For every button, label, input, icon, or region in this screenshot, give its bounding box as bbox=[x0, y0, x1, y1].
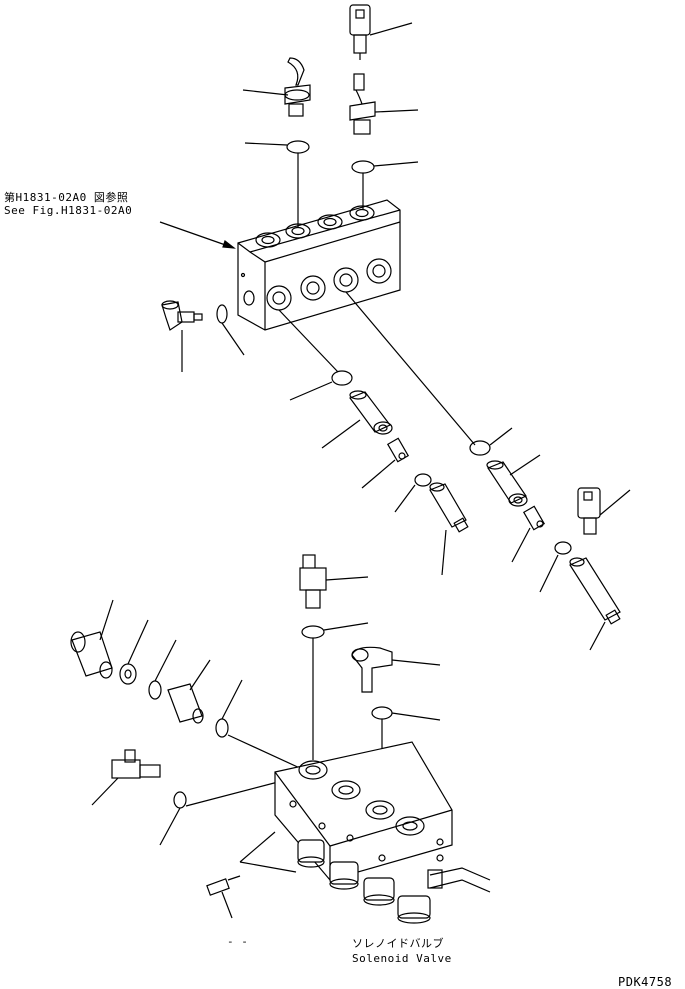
o-ring-lower-1 bbox=[148, 680, 162, 700]
solenoid-label-english: Solenoid Valve bbox=[352, 952, 452, 965]
o-ring-chain2 bbox=[469, 440, 491, 456]
bracket-leader bbox=[239, 861, 297, 873]
check-valve-chain2 bbox=[511, 505, 546, 563]
solenoid-cable bbox=[427, 867, 491, 893]
o-ring-side bbox=[216, 304, 228, 324]
lower-adapter bbox=[70, 599, 114, 679]
reference-note-english: See Fig.H1831-02A0 bbox=[4, 204, 133, 217]
curved-hose-fitting bbox=[242, 57, 311, 117]
o-ring-lower-2 bbox=[215, 718, 229, 738]
o-ring-top-right bbox=[351, 160, 375, 174]
o-ring-lower-3 bbox=[173, 791, 187, 809]
upper-manifold-block bbox=[237, 199, 401, 331]
top-connector bbox=[349, 4, 413, 60]
solenoid-coils bbox=[297, 839, 431, 924]
adapter-chain2 bbox=[486, 454, 541, 507]
lower-check-valve bbox=[119, 619, 149, 685]
lower-screw-sensor bbox=[206, 875, 241, 919]
o-ring-mid-lower bbox=[301, 625, 325, 639]
fitting-chain1 bbox=[429, 482, 469, 576]
check-valve-chain1 bbox=[361, 437, 410, 489]
o-ring-chain1 bbox=[331, 370, 353, 386]
side-elbow-fitting bbox=[161, 300, 203, 372]
lower-tee-top bbox=[299, 554, 369, 609]
drawing-code: PDK4758 bbox=[618, 975, 673, 989]
side-connector-plug bbox=[577, 487, 631, 535]
solenoid-label-japanese: ソレノイドバルブ bbox=[352, 937, 444, 950]
lower-tee-fitting bbox=[91, 749, 161, 806]
o-ring-chain2-lower bbox=[554, 541, 572, 555]
dash-mark: - - bbox=[227, 935, 249, 948]
o-ring-chain1-lower bbox=[414, 473, 432, 487]
reference-note-japanese: 第H1831-02A0 図参照 bbox=[4, 191, 129, 204]
adapter-chain1 bbox=[321, 390, 393, 449]
nipple-fitting-upper bbox=[349, 73, 419, 135]
fitting-chain2 bbox=[569, 557, 621, 651]
o-ring-top-left bbox=[286, 140, 310, 154]
lower-fitting bbox=[167, 659, 211, 724]
reference-arrowhead bbox=[222, 240, 236, 249]
reference-leader bbox=[159, 221, 235, 249]
o-ring-mid-right bbox=[371, 706, 393, 720]
lower-elbow bbox=[351, 646, 441, 693]
